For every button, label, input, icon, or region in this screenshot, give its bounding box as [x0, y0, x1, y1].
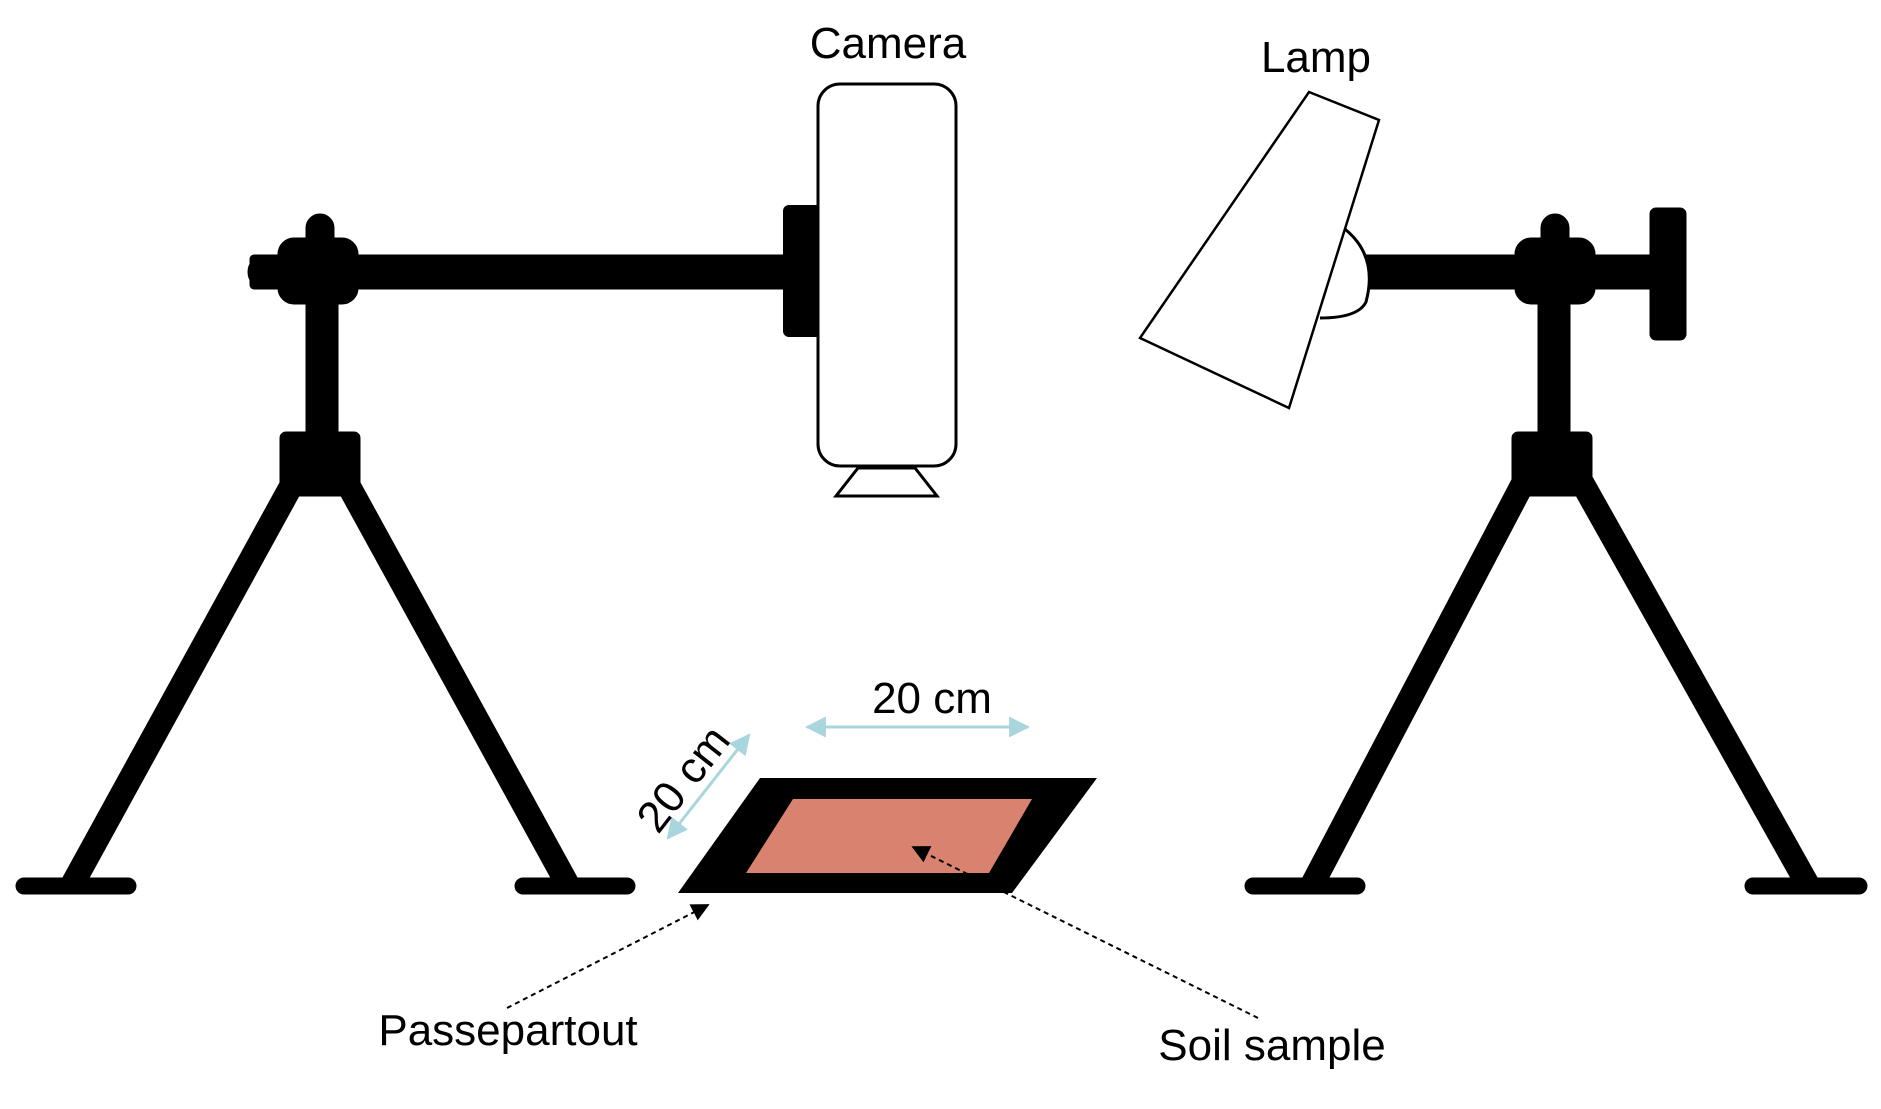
camera-label: Camera [810, 19, 967, 68]
lamp-label: Lamp [1261, 33, 1371, 82]
left-stand [15, 213, 791, 895]
right-stand [1244, 207, 1868, 895]
width-dimension-label: 20 cm [872, 674, 992, 723]
right-foot-b [1744, 877, 1868, 895]
right-leg-b [1564, 464, 1819, 891]
depth-dimension-arrow [666, 733, 751, 840]
soil-sample-label: Soil sample [1158, 1021, 1385, 1070]
lamp-shade [1138, 90, 1381, 410]
camera-body [816, 82, 958, 468]
left-leg-a [61, 464, 311, 891]
right-post [1537, 289, 1571, 451]
soil-sample-pointer [911, 846, 1259, 1019]
right-end-plate [1649, 207, 1687, 341]
left-post [305, 289, 339, 451]
lamp-device [1138, 90, 1381, 410]
camera-mount [783, 205, 823, 337]
right-foot-a [1244, 877, 1366, 895]
right-leg-a [1301, 464, 1541, 891]
left-foot-a [15, 877, 137, 895]
passepartout-label: Passepartout [378, 1006, 637, 1055]
depth-dimension-label: 20 cm [627, 717, 739, 842]
right-arm [1359, 254, 1661, 290]
left-leg-b [329, 464, 579, 891]
camera-device [783, 82, 958, 498]
camera-lens [832, 466, 941, 498]
passepartout-pointer [506, 904, 710, 1009]
soil-sample-area [746, 799, 1032, 873]
left-foot-b [514, 877, 636, 895]
